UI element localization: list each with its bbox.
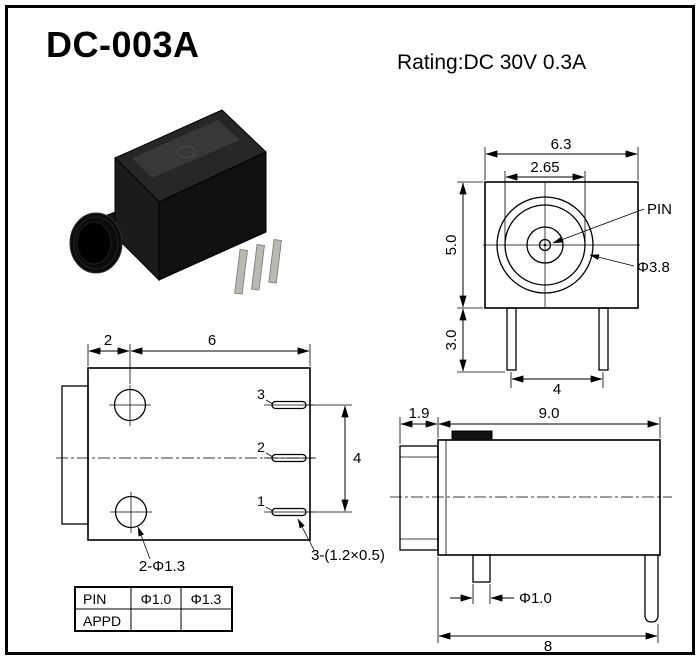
label-top-holes-text: 2-Φ1.3 [139,558,185,575]
front-center-pin-circle [538,238,552,252]
side-body-outline [437,439,661,556]
dim-front-inner-width-value: 2.65 [530,159,559,176]
photo-barrel-bore [76,221,112,265]
page-title: DC-003A [46,24,200,65]
dim-side-pin-dia: Φ1.0 [450,584,552,607]
photo-pins [234,239,282,295]
top-pin-slot-2: 2 [257,439,314,463]
dim-front-pin-spacing-value: 4 [553,381,561,398]
dim-top-body-value: 6 [208,332,216,349]
dim-side-pin-dia-value: Φ1.0 [519,590,552,607]
label-front-pin: PIN [552,201,672,244]
top-hole-upper [109,385,151,426]
front-center-dot [543,243,547,247]
front-barrel-outer-circle [496,196,594,294]
dim-side-body: 9.0 [438,405,661,438]
table-cell-dia1: Φ1.0 [141,591,172,607]
table-cell-dia2: Φ1.3 [191,591,222,607]
top-pin-slot-1: 1 [257,493,314,517]
dim-side-body-value: 9.0 [539,405,560,422]
dim-front-width-value: 6.3 [551,136,572,153]
side-rear-pin [644,555,659,623]
connector-photo [69,109,282,295]
dim-side-bottom: 8 [437,557,659,655]
top-pin-2-label: 2 [257,439,265,455]
photo-mold-mark [176,146,196,158]
table-cell-appd: APPD [83,613,121,629]
top-pin-3-label: 3 [257,386,265,402]
dim-top-body: 6 [130,332,311,366]
photo-barrel-ring [73,216,119,270]
side-barrel-outline [399,445,439,551]
photo-left-face [114,156,160,282]
dim-front-width: 6.3 [484,136,639,180]
table-cell-pin: PIN [83,591,106,607]
dim-front-pin-length-value: 3.0 [443,330,460,351]
dim-front-pin-spacing: 4 [510,372,604,398]
front-left-pin [506,307,517,371]
side-top-lug [451,430,493,441]
front-bore-circle [526,226,564,264]
label-top-holes: 2-Φ1.3 [137,526,185,575]
top-barrel-outline [61,385,89,525]
dim-side-barrel: 1.9 [399,405,439,444]
dim-front-height-value: 5.0 [443,235,460,256]
top-pin-1-label: 1 [257,493,265,509]
front-right-pin [598,307,609,371]
label-top-pin-size: 3-(1.2×0.5) [297,518,385,564]
top-view: 3 2 1 2 6 [56,332,385,575]
dim-top-barrel-value: 2 [104,332,112,349]
top-pin-slot-3: 3 [257,386,314,410]
photo-top-sheen [132,120,240,178]
dim-top-pin-span-value: 4 [353,450,361,467]
side-front-pin [472,554,491,583]
dim-top-barrel: 2 [87,332,131,384]
rating-text: Rating:DC 30V 0.3A [397,51,586,74]
dim-side-barrel-value: 1.9 [409,405,430,422]
dim-front-pin-length: 3.0 [443,308,505,373]
label-top-pin-size-text: 3-(1.2×0.5) [311,547,385,564]
photo-pin [251,244,265,291]
front-barrel-ring-circle [504,204,586,286]
photo-pin [268,239,282,284]
top-body-outline [87,367,311,541]
label-front-barrel-dia: Φ3.8 [589,254,670,276]
label-front-barrel-dia-text: Φ3.8 [637,259,670,276]
side-view: 1.9 9.0 Φ1.0 8 [390,405,672,655]
label-front-pin-text: PIN [647,201,672,218]
top-hole-lower [110,492,152,533]
photo-pin [234,249,248,295]
title-block-table: PIN Φ1.0 Φ1.3 APPD [74,586,233,632]
dim-side-bottom-value: 8 [544,638,552,655]
dim-front-height: 5.0 [443,181,483,309]
dim-top-pin-span: 4 [308,404,361,513]
front-view: 6.3 2.65 5.0 3.0 [443,136,672,398]
